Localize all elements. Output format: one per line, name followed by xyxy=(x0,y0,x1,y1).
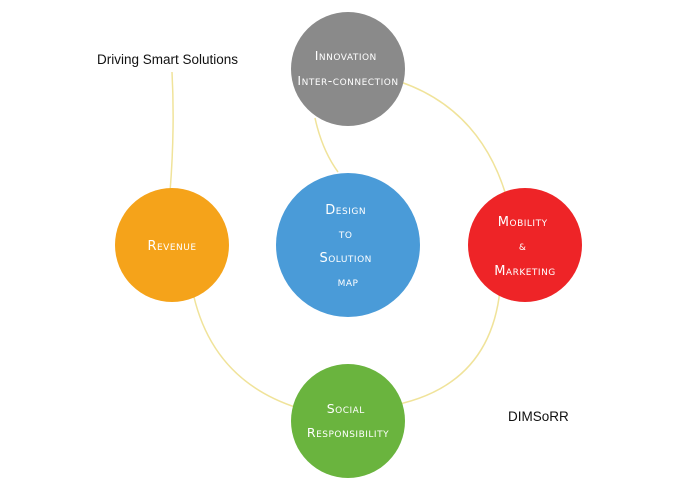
node-innovation-circle xyxy=(291,12,405,126)
tagline-label: Driving Smart Solutions xyxy=(97,52,238,67)
connector-innovation-center xyxy=(314,117,339,173)
brand-label: DIMSoRR xyxy=(508,409,569,424)
node-social-responsibility: Social Responsibility xyxy=(291,364,405,478)
node-social-line-1: Social xyxy=(327,401,365,416)
node-center-line-4: map xyxy=(338,275,359,290)
node-mobility-circle xyxy=(468,188,582,302)
connector-lines xyxy=(169,71,511,409)
node-social-line-2: Responsibility xyxy=(307,425,389,440)
node-social-circle xyxy=(291,364,405,478)
node-revenue-circle xyxy=(115,188,229,302)
svg-text:Design to Solution: Design to Solution map xyxy=(319,203,376,290)
node-center-line-1: Design xyxy=(325,203,366,218)
svg-text:Mobility & Marketi: Mobility & Marketing xyxy=(494,215,556,279)
svg-text:Social Responsibility: Social Responsibility xyxy=(307,401,389,440)
node-revenue-line-1: Revenue xyxy=(147,239,196,254)
svg-text:Revenue: Revenue xyxy=(147,239,196,254)
node-center-line-2: to xyxy=(338,227,353,242)
node-mobility-line-2: & xyxy=(519,243,527,253)
connector-mobility-social xyxy=(394,289,501,406)
connector-revenue-tagline xyxy=(169,71,174,193)
node-innovation-line-2: Inter-connection xyxy=(297,73,398,88)
node-innovation-line-1: Innovation xyxy=(315,48,377,63)
connector-social-revenue xyxy=(191,287,299,409)
node-center-line-3: Solution xyxy=(319,251,371,266)
node-design-to-solution: Design to Solution map xyxy=(276,173,420,317)
node-center-circle xyxy=(276,173,420,317)
node-mobility-marketing: Mobility & Marketing xyxy=(468,188,582,302)
node-mobility-line-3: Marketing xyxy=(494,264,556,279)
node-mobility-line-1: Mobility xyxy=(498,215,548,230)
node-revenue: Revenue xyxy=(115,188,229,302)
connector-innovation-mobility xyxy=(387,77,511,211)
svg-text:Innovation Inter-connect: Innovation Inter-connection xyxy=(297,48,398,88)
node-innovation: Innovation Inter-connection xyxy=(291,12,405,126)
